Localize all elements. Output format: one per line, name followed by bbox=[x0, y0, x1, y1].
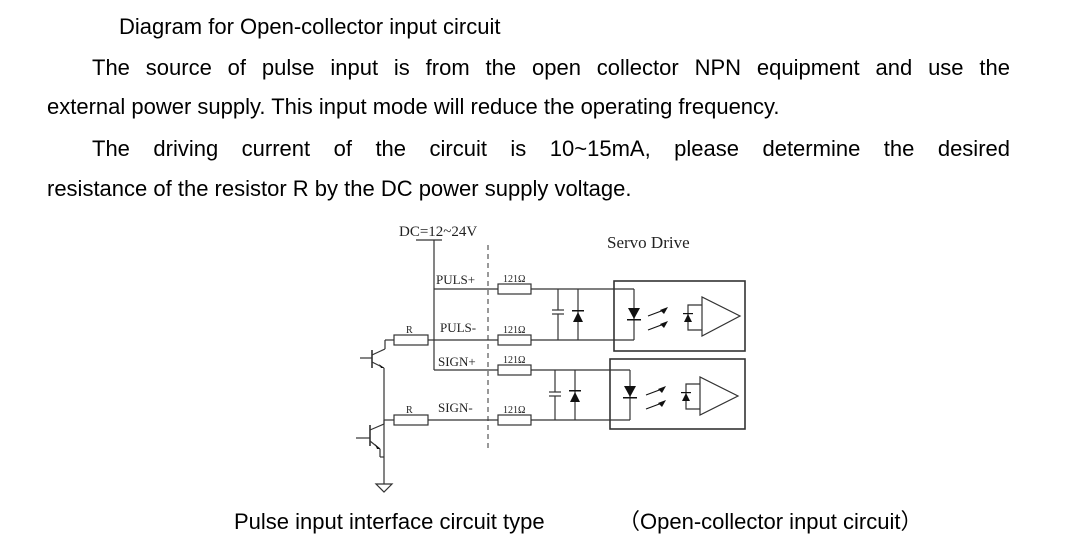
amplifier-2-icon bbox=[699, 376, 740, 416]
servo-drive-label: Servo Drive bbox=[607, 233, 690, 252]
sign-plus-label: SIGN+ bbox=[438, 354, 476, 369]
section-heading: Diagram for Open-collector input circuit bbox=[119, 14, 501, 39]
photodiode-2-icon bbox=[682, 393, 690, 401]
figure-caption: Pulse input interface circuit type bbox=[234, 509, 545, 534]
tvs-diode-1-icon bbox=[573, 312, 583, 322]
supply-voltage-label: DC=12~24V bbox=[399, 224, 477, 240]
puls-plus-resistor-value: 121Ω bbox=[503, 274, 525, 285]
optocoupler-box-1 bbox=[613, 280, 746, 352]
puls-plus-resistor bbox=[497, 283, 532, 295]
led-1-icon bbox=[628, 308, 640, 319]
figure-caption-note: （Open-collector input circuit） bbox=[618, 509, 923, 534]
puls-minus-resistor-value: 121Ω bbox=[503, 325, 525, 336]
paragraph-2-line-1: The driving current of the circuit is 10… bbox=[92, 136, 1010, 161]
sign-minus-resistor bbox=[497, 414, 532, 426]
sign-plus-resistor bbox=[497, 364, 532, 376]
photodiode-1-icon bbox=[684, 314, 692, 322]
tvs-diode-2-icon bbox=[570, 392, 580, 402]
puls-minus-label: PULS- bbox=[440, 320, 476, 335]
puls-minus-resistor bbox=[497, 334, 532, 346]
external-resistor-1 bbox=[393, 334, 429, 346]
led-2-icon bbox=[624, 386, 636, 397]
sign-plus-resistor-value: 121Ω bbox=[503, 355, 525, 366]
external-resistor-2 bbox=[393, 414, 429, 426]
external-resistor-1-label: R bbox=[406, 325, 413, 336]
amplifier-1-icon bbox=[701, 296, 742, 337]
external-resistor-2-label: R bbox=[406, 405, 413, 416]
paragraph-1-line-2: external power supply. This input mode w… bbox=[47, 94, 780, 119]
paragraph-1-line-1: The source of pulse input is from the op… bbox=[92, 55, 1010, 80]
sign-minus-label: SIGN- bbox=[438, 400, 473, 415]
paragraph-2-line-2: resistance of the resistor R by the DC p… bbox=[47, 176, 632, 201]
ground-icon bbox=[374, 483, 394, 493]
sign-minus-resistor-value: 121Ω bbox=[503, 405, 525, 416]
puls-plus-label: PULS+ bbox=[436, 272, 475, 287]
optocoupler-box-2 bbox=[609, 358, 746, 430]
